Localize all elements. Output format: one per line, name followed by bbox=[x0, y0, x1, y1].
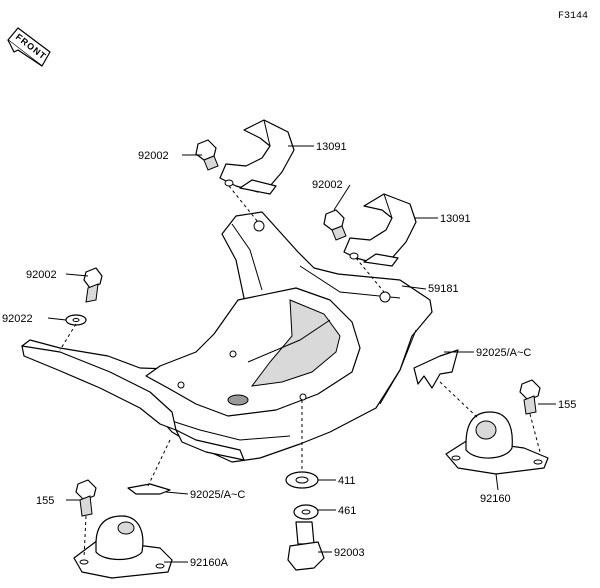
washer-92022-icon bbox=[65, 314, 87, 326]
part-label: 461 bbox=[338, 505, 356, 517]
part-label: 411 bbox=[338, 475, 356, 487]
part-label: 92003 bbox=[334, 547, 365, 559]
clamp-bracket-13091-a bbox=[219, 119, 295, 195]
part-label: 92002 bbox=[312, 179, 343, 191]
part-label: 92002 bbox=[138, 150, 169, 162]
figure-code: F3144 bbox=[558, 11, 588, 22]
part-label: 13091 bbox=[440, 213, 471, 225]
frame-hole bbox=[299, 393, 307, 401]
clip-92025-a-icon bbox=[413, 349, 459, 389]
bolt-155-a-icon bbox=[519, 379, 541, 415]
frame-assembly-59181 bbox=[21, 211, 433, 463]
leader-lines bbox=[47, 145, 556, 563]
front-arrow-icon: FRONT bbox=[7, 27, 51, 67]
engine-mount-92160A-icon bbox=[73, 515, 173, 579]
part-label: 92025/A~C bbox=[476, 347, 531, 359]
part-label: 155 bbox=[558, 399, 576, 411]
part-label: 59181 bbox=[428, 283, 459, 295]
engine-mount-92160-icon bbox=[445, 411, 549, 475]
frame-hole bbox=[379, 291, 391, 303]
part-label: 92160 bbox=[480, 493, 511, 505]
frame-hole bbox=[177, 381, 185, 389]
part-label: 92160A bbox=[190, 557, 229, 569]
bolt-92002-b-icon bbox=[323, 209, 347, 241]
part-label: 155 bbox=[36, 495, 54, 507]
bolt-155-b-icon bbox=[75, 479, 97, 517]
bolt-92002-c-icon bbox=[83, 267, 103, 303]
bolt-92003-icon bbox=[287, 521, 325, 571]
frame-drain-hole bbox=[227, 394, 249, 406]
part-label: 92002 bbox=[26, 269, 57, 281]
spacer-411-icon bbox=[285, 471, 319, 489]
clip-92025-b-icon bbox=[127, 483, 171, 495]
part-label: 92025/A~C bbox=[190, 489, 245, 501]
part-label: 92022 bbox=[2, 313, 33, 325]
part-label: 13091 bbox=[316, 141, 347, 153]
frame-hole bbox=[253, 220, 265, 232]
frame-hole bbox=[229, 350, 237, 358]
clamp-bracket-13091-b bbox=[343, 193, 417, 267]
washer-461-icon bbox=[293, 504, 319, 520]
